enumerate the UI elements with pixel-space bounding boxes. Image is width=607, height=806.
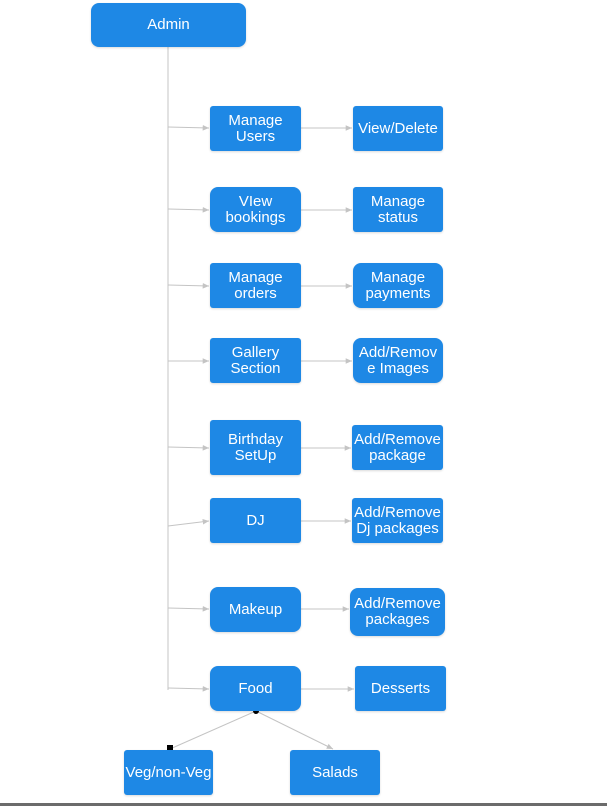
bottom-border [0,803,607,806]
spine-to-birthday-arrow [167,445,210,451]
food-to-veg-connector [169,710,257,750]
manage-users-node[interactable]: Manage Users [210,106,301,151]
salads-node[interactable]: Salads [290,750,380,795]
spine-to-dj-arrow [167,518,210,527]
spine-to-bookings-arrow [167,207,210,213]
dj-node[interactable]: DJ [210,498,301,543]
birthday-setup-node[interactable]: Birthday SetUp [210,420,301,475]
view-bookings-label: VIew bookings [225,192,286,226]
makeup-node[interactable]: Makeup [210,587,301,632]
salads-label: Salads [312,763,358,781]
manage-orders-node[interactable]: Manage orders [210,263,301,308]
veg-non-veg-node[interactable]: Veg/non-Veg [124,750,213,795]
add-remove-package-label: Add/Remove package [354,430,441,464]
manage-payments-node[interactable]: Manage payments [353,263,443,308]
food-label: Food [238,679,273,697]
add-remove-package-node[interactable]: Add/Remove package [352,425,443,470]
manage-users-label: Manage Users [228,111,283,145]
add-remove-packages-node[interactable]: Add/Remove packages [350,588,445,636]
spine-to-food-arrow [167,686,210,692]
add-remove-dj-packages-label: Add/Remove Dj packages [354,503,441,537]
add-remove-dj-packages-node[interactable]: Add/Remove Dj packages [352,498,443,543]
manage-payments-label: Manage payments [365,268,431,302]
desserts-label: Desserts [370,679,431,697]
spine-to-orders-arrow [167,283,210,289]
view-bookings-node[interactable]: VIew bookings [210,187,301,232]
dj-label: DJ [246,511,265,529]
add-remove-images-node[interactable]: Add/Remov e Images [353,338,443,383]
add-remove-images-label: Add/Remov e Images [358,343,438,377]
view-delete-node[interactable]: View/Delete [353,106,443,151]
desserts-node[interactable]: Desserts [355,666,446,711]
add-remove-packages-label: Add/Remove packages [354,595,441,628]
manage-status-node[interactable]: Manage status [353,187,443,232]
manage-status-label: Manage status [370,192,426,226]
birthday-setup-label: Birthday SetUp [227,430,284,464]
admin-node[interactable]: Admin [91,3,246,47]
spine-to-users-arrow [167,125,210,131]
spine-to-makeup-arrow [167,606,210,612]
makeup-label: Makeup [228,600,283,618]
veg-branch-square [167,745,173,751]
veg-non-veg-label: Veg/non-Veg [125,763,212,781]
food-to-salads-arrow [255,710,334,750]
food-node[interactable]: Food [210,666,301,711]
gallery-section-node[interactable]: Gallery Section [210,338,301,383]
admin-node-label: Admin [147,16,190,33]
view-delete-label: View/Delete [358,119,438,137]
gallery-section-label: Gallery Section [230,343,281,377]
manage-orders-label: Manage orders [228,268,283,302]
